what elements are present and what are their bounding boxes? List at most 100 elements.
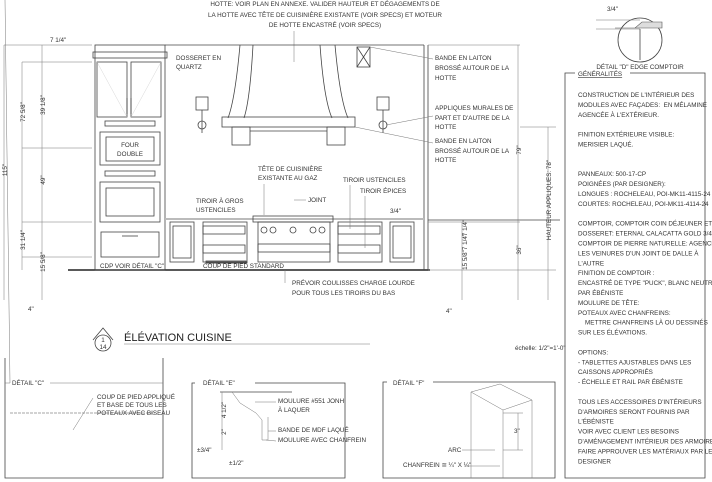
callout-text: TIROIR ÉPICES <box>360 186 406 195</box>
dim-text: 115" <box>2 164 9 176</box>
dim-text: 31 1/4" <box>20 230 27 250</box>
note-line: HOTTE: VOIR PLAN EN ANNEXE. VALIDER HAUT… <box>210 0 439 8</box>
generalites-line: DESIGNER <box>578 458 611 465</box>
dim-text: 7 1/4" <box>50 37 66 44</box>
detail-title: DÉTAIL "F" <box>393 378 424 387</box>
dim-text: HAUTEUR APPLIQUES: 78" <box>546 160 553 240</box>
generalites-panel: GÉNÉRALITÉS CONSTRUCTION DE L'INTÉRIEUR … <box>564 69 712 479</box>
dim-text: 3/4" <box>390 208 401 215</box>
generalites-line: PAR ÉBÉNISTE <box>578 288 623 297</box>
generalites-line: AGENCÉE À L'EXTÉRIEUR. <box>578 110 659 119</box>
generalites-line: COMPTOIR DE PIERRE NATURELLE: AGENCER <box>578 241 712 248</box>
generalites-line: METTRE CHANFREINS LÀ OU DESSINÉS <box>578 318 708 327</box>
callout-text: BANDE EN LAITON <box>435 138 492 145</box>
generalites-line: POIGNÉES (PAR DESIGNER): <box>578 179 666 188</box>
dim-text: ±1/2" <box>229 460 243 467</box>
callout-text: À LAQUER <box>278 405 310 414</box>
cdp-label: CDP VOIR DÉTAIL "C" <box>100 261 164 270</box>
generalites-line: MODULES AVEC FAÇADES: EN MÉLAMINE <box>578 100 707 109</box>
generalites-line: L'AUTRE <box>578 260 604 267</box>
detail-d: 3/4" DÉTAIL "D" EDGE COMPTOIR <box>596 6 684 71</box>
dim-text: 15 5/8" <box>40 252 47 272</box>
wall-sconce-right <box>376 96 390 133</box>
callout-text: POTEAUX AVEC BISEAU <box>97 410 170 417</box>
callout-text: HOTTE <box>435 124 456 131</box>
dim-text: 7 1/4" <box>462 220 469 236</box>
dim-text: 2" <box>221 429 228 435</box>
note-line: LA HOTTE AVEC TÊTE DE CUISINIÈRE EXISTAN… <box>208 10 442 19</box>
callout-text: COUP DE PIED STANDARD <box>203 263 284 270</box>
dim-text: 72 5/8" <box>20 102 27 122</box>
generalites-line: LONGUES : ROCHELEAU, POI-MK11-4115-24 <box>578 191 711 198</box>
generalites-line: MOULURE DE TÊTE: <box>578 298 640 307</box>
dim-text: 4 1/2" <box>221 402 228 418</box>
dim-text: 4" <box>446 308 452 315</box>
callout-text: TIROIR À GROS <box>196 196 244 205</box>
generalites-line: FAIRE APPROUVER LES MATÉRIAUX PAR LE <box>578 446 712 455</box>
detail-f: DÉTAIL "F" 3" ARC CHANFREIN ≅ ¼" X ¼" <box>382 378 556 479</box>
hood-note: HOTTE: VOIR PLAN EN ANNEXE. VALIDER HAUT… <box>208 0 442 29</box>
note-line: DE HOTTE ENCASTRÉ (VOIR SPECS) <box>269 20 381 29</box>
wall-sconce-left <box>195 96 209 133</box>
elevation-title: 1 14 ÉLÉVATION CUISINE échelle: 1/2"=1'-… <box>92 327 566 352</box>
generalites-title: GÉNÉRALITÉS <box>578 69 622 78</box>
dim-text: 79" <box>516 145 523 154</box>
generalites-line: ENCASTRÉ DE TYPE "PUCK", BLANC NEUTRE <box>578 278 712 287</box>
callout-text: EXISTANTE AU GAZ <box>258 175 318 182</box>
generalites-line: L'ÉBÉNISTE <box>578 417 614 426</box>
generalites-line: FINITION DE COMPTOIR : <box>578 270 655 277</box>
tall-cabinet: FOUR DOUBLE CDP VOIR DÉTAIL "C" <box>92 44 168 271</box>
dim-text: 36" <box>516 245 523 254</box>
detail-c: DÉTAIL "C" COUP DE PIED APPLIQUÉ ET BASE… <box>4 0 175 479</box>
dim-text: 15 5/8" <box>462 250 469 270</box>
dim-text: 4" <box>28 306 34 313</box>
callout-text: MOULURE AVEC CHANFREIN <box>278 437 367 444</box>
ref-number: 1 <box>101 337 105 344</box>
generalites-line: D'AMÉNAGEMENT INTÉRIEUR DES ARMOIRES <box>578 437 712 446</box>
ref-sheet: 14 <box>99 344 107 351</box>
callout-text: JOINT <box>308 197 326 204</box>
dim-text: 39 1/8" <box>40 95 47 115</box>
right-dimensions: 3/4" 7 1/4" 7 1/4" 15 5/8" 4" 79" 36" HA… <box>390 44 556 315</box>
callout-text: HOTTE <box>435 75 456 82</box>
detail-title: DÉTAIL "C" <box>12 378 44 387</box>
callout-text: BROSSÉ AUTOUR DE LA <box>435 63 510 72</box>
generalites-line: MERISIER LAQUÉ. <box>578 140 634 149</box>
dim-text: 7 1/4" <box>462 234 469 250</box>
generalites-line: - TABLETTES AJUSTABLES DANS LES <box>578 359 691 366</box>
callout-text: ET BASE DE TOUS LES <box>97 402 167 409</box>
callout-text: DOSSERET EN <box>176 55 221 62</box>
arc-label: ARC <box>448 447 462 454</box>
dim-text: 3" <box>514 428 520 435</box>
callout-text: BANDE EN LAITON <box>435 55 492 62</box>
generalites-line: D'ARMOIRES SERONT FOURNIS PAR <box>578 409 690 416</box>
callout-text: BROSSÉ AUTOUR DE LA <box>435 146 510 155</box>
left-dimensions: 7 1/4" 39 1/8" 72 5/8" 115" 49" 31 1/4" … <box>2 37 92 313</box>
generalites-line: CONSTRUCTION DE L'INTÉRIEUR DES <box>578 90 694 99</box>
generalites-line: DOSSERET: ETERNAL CALACATTA GOLD 3/4" <box>578 231 712 238</box>
detail-title: DÉTAIL "E" <box>203 378 235 387</box>
callout-text: HOTTE <box>435 157 456 164</box>
generalites-line: VOIR AVEC CLIENT LES BESOINS <box>578 429 679 436</box>
dim-text: 3/4" <box>607 6 618 13</box>
generalites-line: COMPTOIR, COMPTOIR COIN DÉJEUNER ET <box>578 219 712 228</box>
oven-label: FOUR <box>121 142 139 149</box>
callout-text: PART ET D'AUTRE DE LA <box>435 115 510 122</box>
callout-text: BANDE DE MDF LAQUÉ <box>278 425 349 434</box>
generalites-line: TOUS LES ACCESSOIRES D'INTÉRIEURS <box>578 397 702 406</box>
generalites-line: COURTES: ROCHELEAU, POI-MK11-4114-24 <box>578 201 709 208</box>
base-cabinets <box>165 215 560 264</box>
callouts: DOSSERET EN QUARTZ BANDE EN LAITON BROSS… <box>176 46 513 297</box>
callout-text: TIROIR USTENCILES <box>343 177 406 184</box>
generalites-line: SUR LES ÉLÉVATIONS. <box>578 328 647 337</box>
elevation-title-text: ÉLÉVATION CUISINE <box>124 331 232 344</box>
generalites-line: - ÉCHELLE ET RAIL PAR ÉBÉNISTE <box>578 377 683 386</box>
generalites-line: OPTIONS: <box>578 349 608 356</box>
chanfrein-label: CHANFREIN ≅ ¼" X ¼" <box>403 462 471 469</box>
callout-text: MOULURE #551 JONH <box>278 398 345 405</box>
detail-e: DÉTAIL "E" 4 1/2" 2" ±3/4" ±1/2" MOULURE… <box>191 378 367 479</box>
callout-text: COUP DE PIED APPLIQUÉ <box>97 392 175 401</box>
detail-d-title: DÉTAIL "D" EDGE COMPTOIR <box>596 62 684 71</box>
generalites-line: POTEAUX AVEC CHANFREINS: <box>578 310 671 317</box>
